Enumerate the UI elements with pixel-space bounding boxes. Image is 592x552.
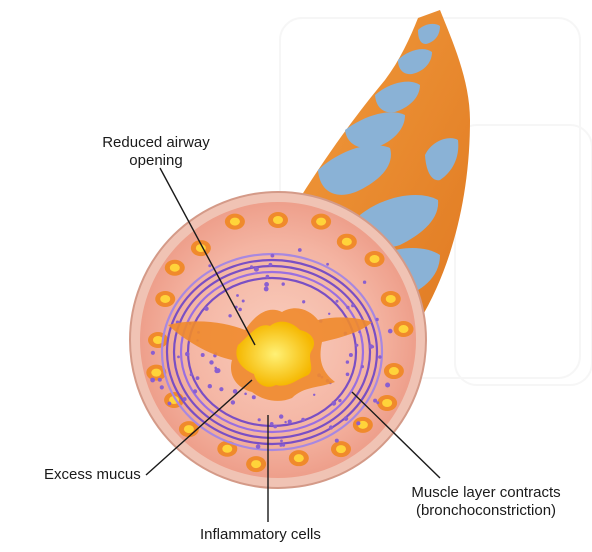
- inflammatory-cell: [358, 331, 360, 333]
- inflammatory-cell: [346, 306, 349, 309]
- inflammatory-cell: [355, 344, 358, 347]
- inflammatory-cell: [168, 402, 172, 406]
- inflammatory-cell: [177, 356, 180, 359]
- inflammatory-cell: [328, 313, 330, 315]
- inflammatory-cell: [313, 394, 315, 396]
- inflammatory-cell: [344, 416, 349, 421]
- blood-vessel: [394, 321, 414, 337]
- inflammatory-cell: [329, 425, 333, 429]
- inflammatory-cell: [280, 440, 283, 443]
- blood-vessel: [246, 456, 266, 472]
- inflammatory-cell: [238, 308, 242, 312]
- inflammatory-cell: [196, 376, 200, 380]
- blood-vessel: [365, 251, 385, 267]
- blood-vessel: [191, 240, 211, 256]
- inflammatory-cell: [216, 368, 221, 373]
- inflammatory-cell: [385, 383, 390, 388]
- blood-vessel: [384, 363, 404, 379]
- blood-vessel: [155, 291, 175, 307]
- label-inflammatory-cells: Inflammatory cells: [200, 526, 321, 544]
- inflammatory-cell: [363, 281, 366, 284]
- inflammatory-cell: [228, 314, 231, 317]
- blood-vessel: [311, 214, 331, 230]
- inflammatory-cell: [254, 267, 259, 272]
- inflammatory-cell: [301, 418, 305, 422]
- blood-vessel: [337, 234, 357, 250]
- inflammatory-cell: [335, 439, 339, 443]
- blood-vessel: [353, 417, 373, 433]
- inflammatory-cell: [264, 287, 269, 292]
- inflammatory-cell: [273, 425, 277, 429]
- blood-vessel: [377, 395, 397, 411]
- inflammatory-cell: [371, 345, 374, 348]
- inflammatory-cell: [231, 400, 235, 404]
- inflammatory-cell: [209, 360, 213, 364]
- inflammatory-cell: [269, 263, 273, 267]
- inflammatory-cell: [282, 282, 285, 285]
- blood-vessel: [268, 212, 288, 228]
- inflammatory-cell: [326, 263, 329, 266]
- inflammatory-cell: [288, 420, 292, 424]
- label-muscle-layer-line2: (bronchoconstriction): [388, 502, 584, 520]
- inflammatory-cell: [190, 373, 193, 376]
- inflammatory-cell: [280, 444, 283, 447]
- inflammatory-cell: [208, 264, 211, 267]
- inflammatory-cell: [351, 304, 354, 307]
- inflammatory-cell: [284, 421, 286, 423]
- inflammatory-cell: [338, 399, 341, 402]
- inflammatory-cell: [361, 365, 364, 368]
- label-muscle-layer: Muscle layer contracts (bronchoconstrict…: [388, 484, 584, 520]
- inflammatory-cell: [266, 275, 270, 279]
- inflammatory-cell: [256, 444, 261, 449]
- inflammatory-cell: [375, 318, 378, 321]
- inflammatory-cell: [219, 387, 223, 391]
- inflammatory-cell: [349, 353, 353, 357]
- inflammatory-cell: [270, 422, 274, 426]
- inflammatory-cell: [388, 329, 393, 334]
- label-reduced-airway-line2: opening: [72, 152, 240, 170]
- blood-vessel: [165, 260, 185, 276]
- inflammatory-cell: [264, 282, 269, 287]
- inflammatory-cell: [376, 401, 379, 404]
- inflammatory-cell: [250, 265, 253, 268]
- blood-vessel: [331, 441, 351, 457]
- inflammatory-cell: [331, 401, 336, 406]
- inflammatory-cell: [298, 248, 302, 252]
- inflammatory-cell: [346, 373, 350, 377]
- label-reduced-airway-line1: Reduced airway: [72, 134, 240, 152]
- inflammatory-cell: [193, 389, 197, 393]
- inflammatory-cell: [160, 385, 164, 389]
- label-muscle-layer-line1: Muscle layer contracts: [388, 484, 584, 502]
- inflammatory-cell: [236, 294, 239, 297]
- blood-vessel: [148, 332, 168, 348]
- inflammatory-cell: [279, 414, 283, 418]
- inflammatory-cell: [150, 378, 155, 383]
- inflammatory-cell: [244, 393, 247, 396]
- inflammatory-cell: [378, 355, 382, 359]
- inflammatory-cell: [242, 300, 245, 303]
- inflammatory-cell: [258, 418, 261, 421]
- blood-vessel: [381, 291, 401, 307]
- inflammatory-cell: [204, 307, 208, 311]
- inflammatory-cell: [201, 353, 205, 357]
- inflammatory-cell: [282, 444, 285, 447]
- inflammatory-cell: [346, 360, 349, 363]
- inflammatory-cell: [302, 300, 305, 303]
- inflammatory-cell: [356, 421, 360, 425]
- label-reduced-airway-opening: Reduced airway opening: [72, 134, 240, 170]
- inflammatory-cell: [183, 397, 187, 401]
- inflammatory-cell: [336, 300, 339, 303]
- blood-vessel: [225, 214, 245, 230]
- inflammatory-cell: [252, 395, 256, 399]
- inflammatory-cell: [208, 384, 212, 388]
- inflammatory-cell: [158, 378, 162, 382]
- label-excess-mucus: Excess mucus: [44, 466, 141, 484]
- blood-vessel: [289, 450, 309, 466]
- inflammatory-cell: [271, 254, 275, 258]
- inflammatory-cell: [151, 351, 155, 355]
- inflammatory-cell: [185, 352, 190, 357]
